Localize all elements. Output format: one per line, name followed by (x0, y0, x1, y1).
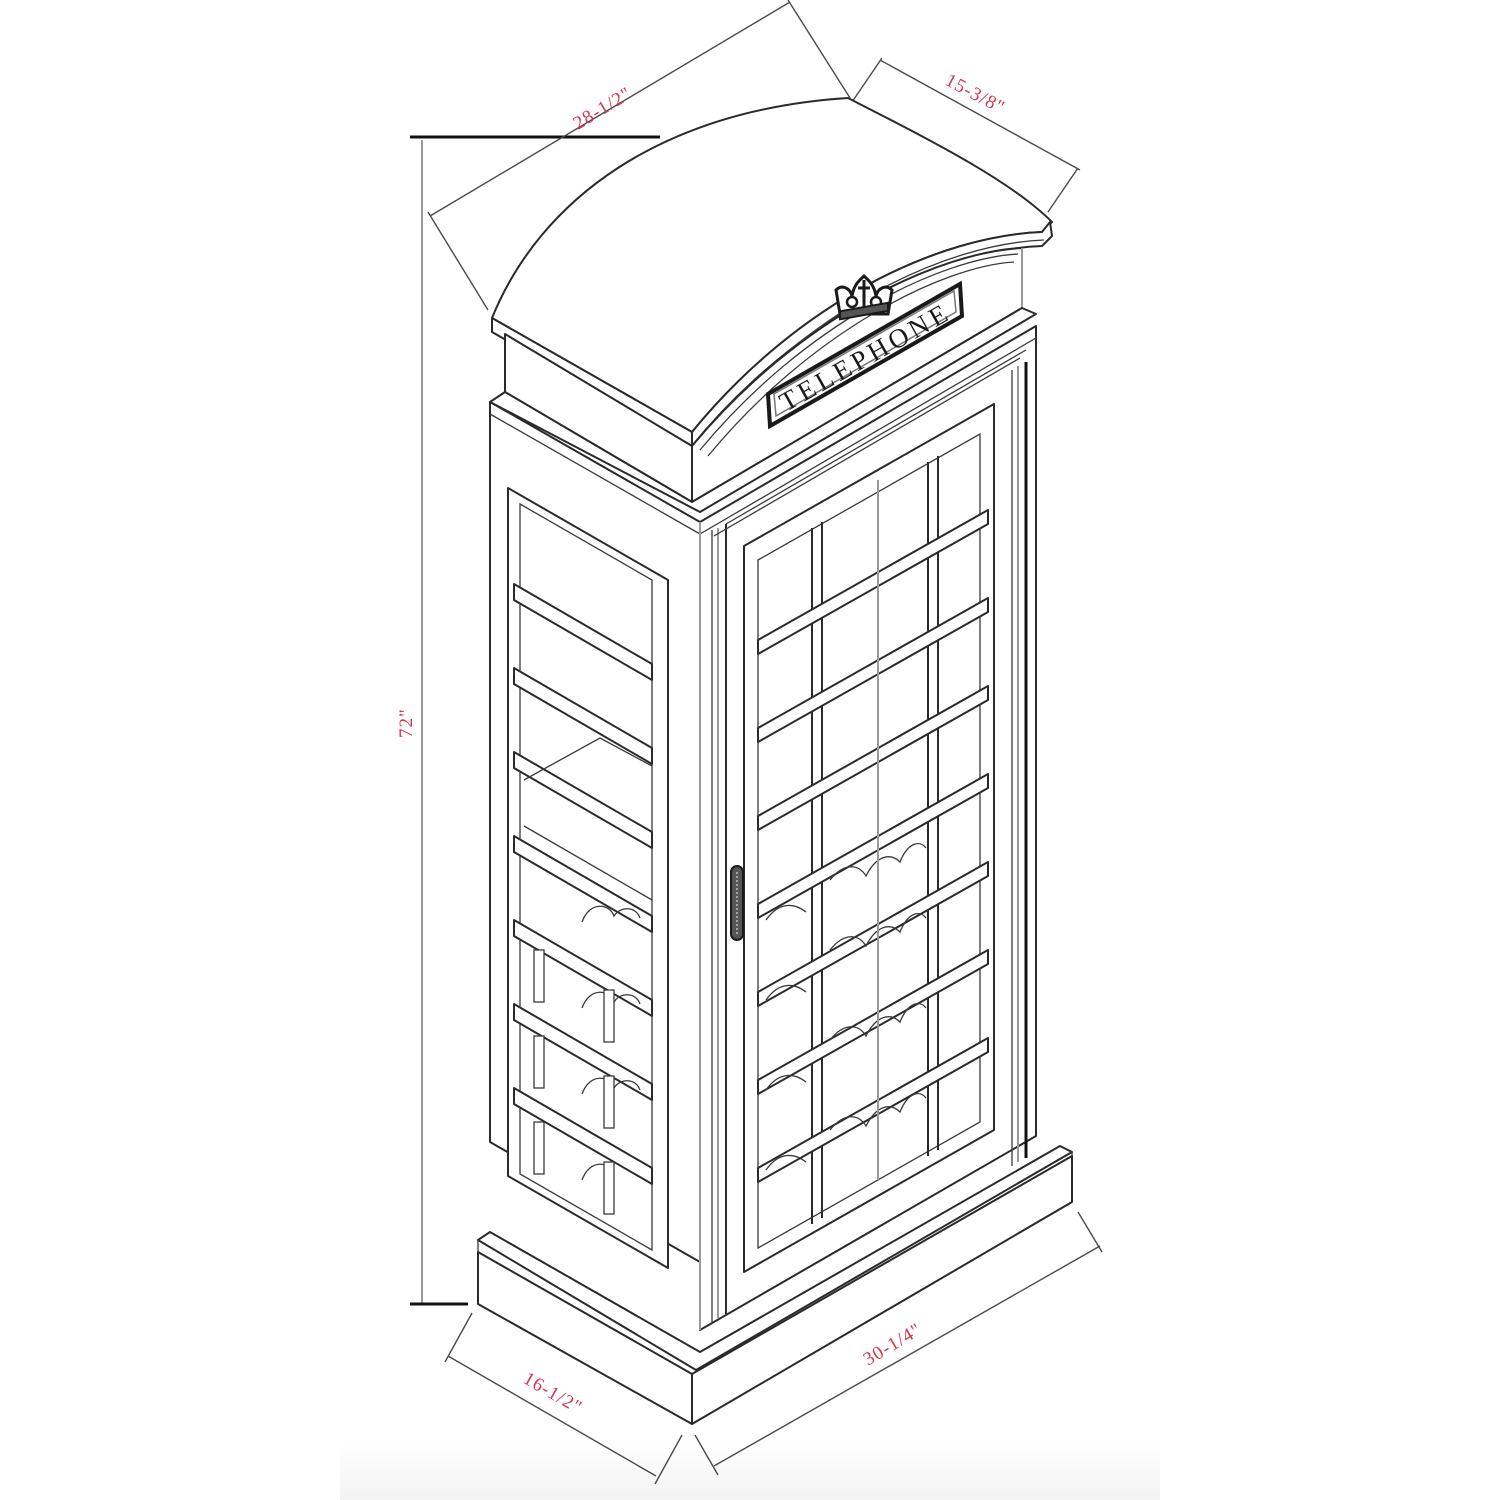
base-front-face (691, 1155, 1073, 1425)
label-height: 72" (396, 708, 417, 738)
dimension-lines (410, 0, 1103, 1485)
door-frame-top-2 (713, 357, 1021, 537)
door-frame-top (725, 349, 1027, 525)
side-shelf (523, 737, 653, 781)
side-wine-racks (533, 905, 641, 1215)
base-ledge (477, 1145, 1073, 1371)
base-depth-dim-line (447, 1355, 657, 1477)
door-handle-icon[interactable] (730, 865, 744, 941)
header-block: TELEPHONE (504, 247, 1023, 503)
base-width-dim-line (713, 1245, 1101, 1467)
side-window (507, 487, 669, 1269)
top-depth-ext-left (851, 57, 883, 103)
label-base-width: 30-1/4" (860, 1319, 926, 1370)
door-glazing-bars (757, 509, 989, 1183)
bottom-shadow (340, 1440, 1160, 1500)
top-depth-dim-line (879, 59, 1081, 171)
side-glazing-bars (513, 583, 653, 1185)
door-inner-frame (757, 432, 981, 1250)
top-depth-ext-right (1047, 167, 1079, 213)
base-plinth (477, 1145, 1073, 1425)
base-width-ext-right (1077, 1211, 1103, 1253)
crown-icon (834, 273, 894, 321)
door-wine-racks (765, 480, 927, 1180)
label-base-depth: 16-1/2" (520, 1368, 586, 1418)
label-top-width: 28-1/2" (570, 83, 636, 134)
left-face-top-trim (489, 413, 701, 535)
base-depth-ext-left (444, 1312, 473, 1363)
top-width-dim-line (429, 1, 791, 217)
door (730, 403, 995, 1273)
top-width-ext-left (427, 211, 489, 311)
side-shelf-2 (523, 825, 653, 901)
front-face-top-trim (699, 337, 1037, 535)
top-width-ext-right (787, 0, 851, 99)
cornice-ledge (489, 307, 1037, 513)
label-top-depth: 15-3/8" (942, 70, 1009, 119)
side-window-inner (519, 502, 653, 1252)
base-depth-ext-right (654, 1434, 683, 1485)
base-width-ext-left (694, 1434, 719, 1476)
